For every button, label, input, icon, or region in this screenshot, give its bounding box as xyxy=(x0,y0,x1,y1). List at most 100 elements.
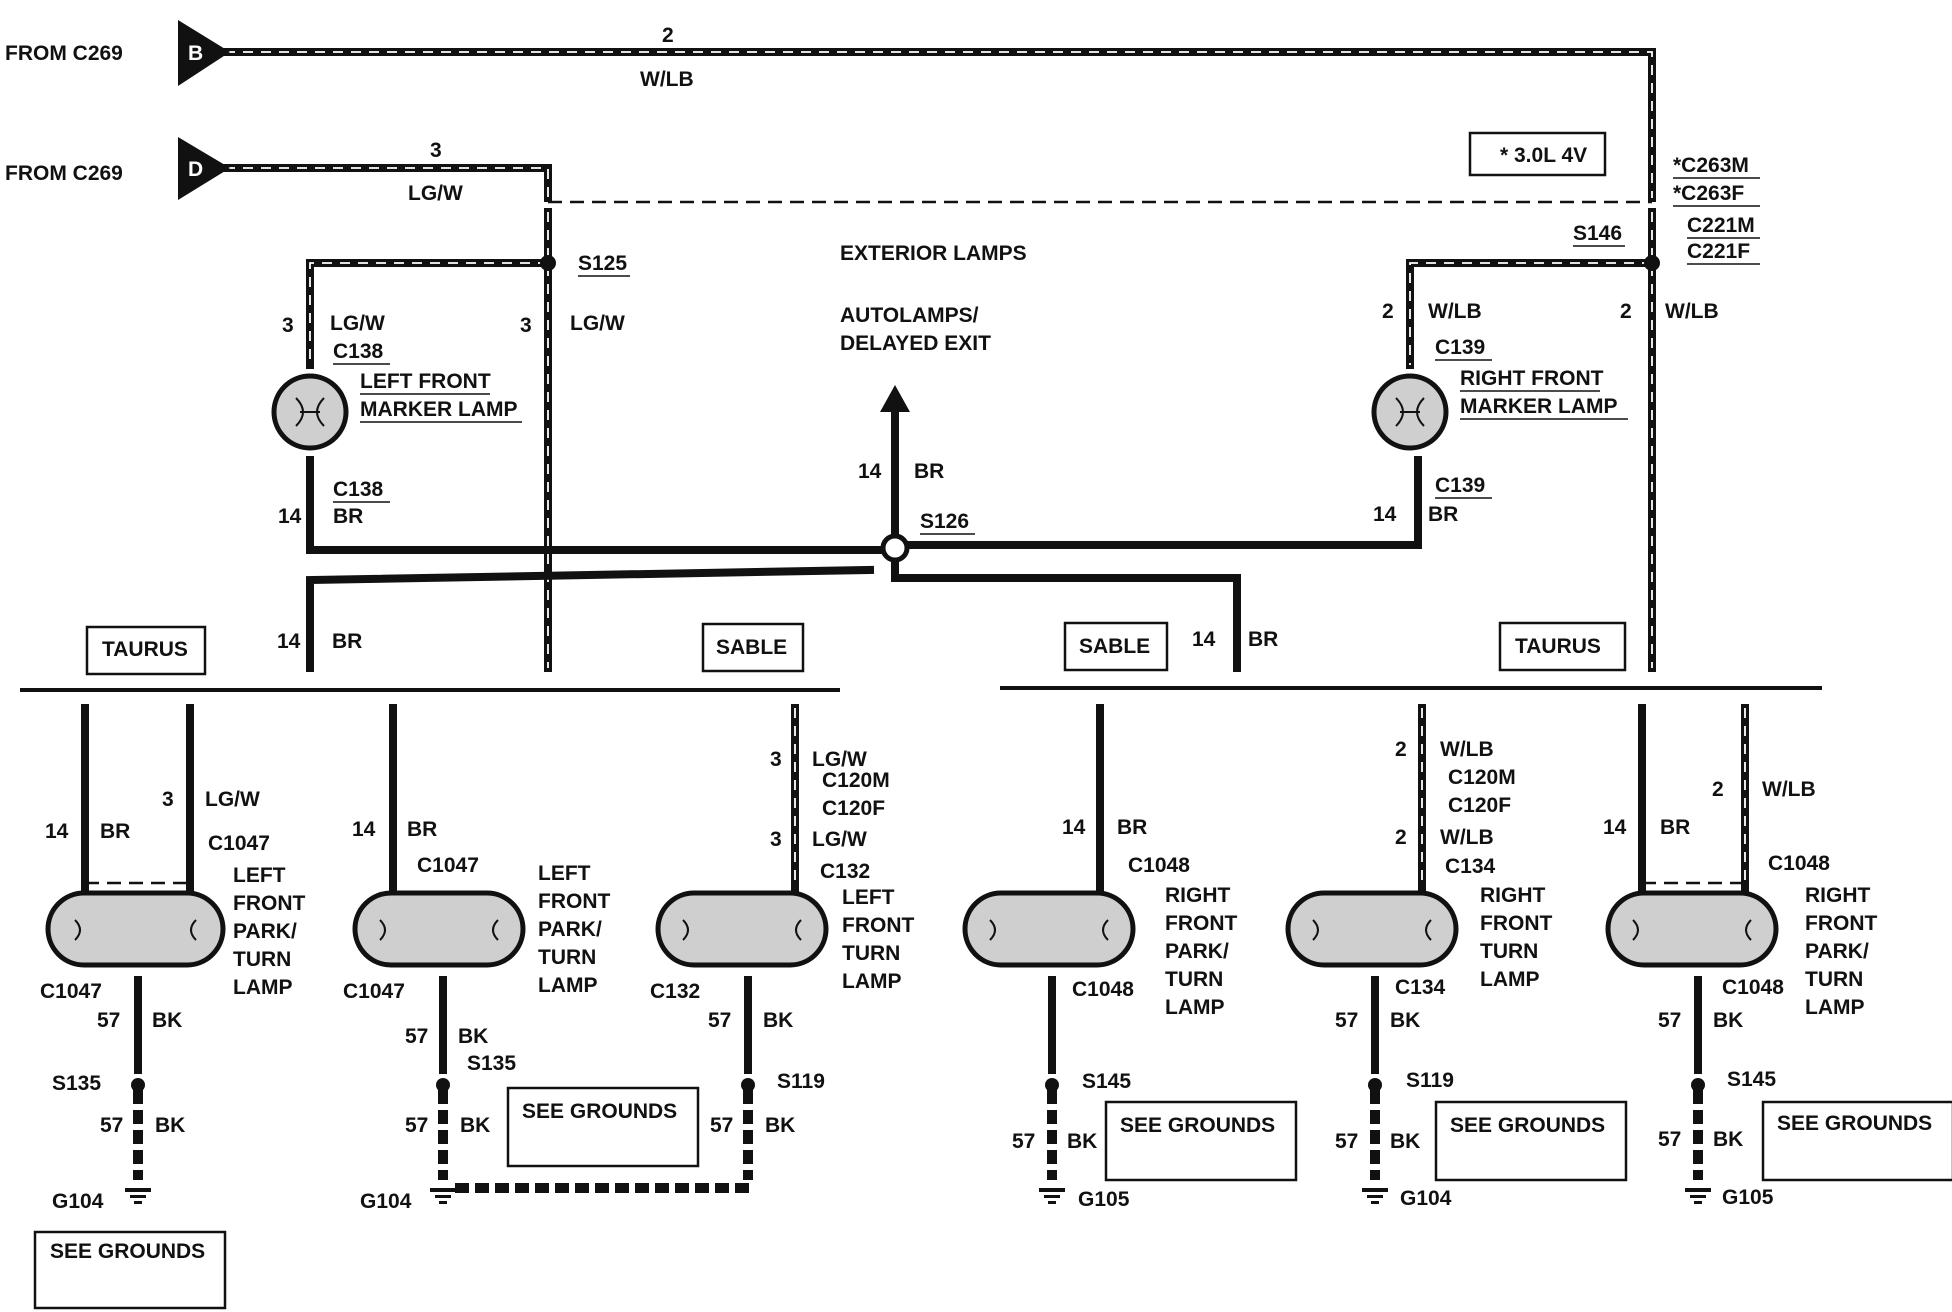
diagram-label: S135 xyxy=(467,1052,516,1075)
diagram-label: S119 xyxy=(1406,1069,1454,1092)
diagram-label: SEE GROUNDS xyxy=(1450,1114,1605,1137)
option-note: * 3.0L 4V xyxy=(1500,144,1587,167)
diagram-label: BR xyxy=(1428,503,1458,526)
ground-symbol xyxy=(125,1188,1711,1204)
label-taurus-left: TAURUS xyxy=(102,638,188,661)
diagram-label: S135 xyxy=(52,1072,101,1095)
diagram-label: W/LB xyxy=(1440,826,1494,849)
diagram-label: 57 xyxy=(1012,1130,1035,1153)
diagram-label: BR xyxy=(1248,628,1278,651)
diagram-label: LEFT xyxy=(842,886,895,909)
diagram-label: 3 xyxy=(770,748,782,771)
diagram-label: G105 xyxy=(1722,1186,1774,1209)
diagram-label: 57 xyxy=(97,1009,120,1032)
diagram-label: 57 xyxy=(1335,1130,1358,1153)
splice-s125-dot xyxy=(540,255,556,271)
label-taurus-right: TAURUS xyxy=(1515,635,1601,658)
diagram-label: C132 xyxy=(650,980,700,1003)
lamp3-connector-top: C132 xyxy=(820,860,870,883)
label-underlines xyxy=(333,177,1760,535)
diagram-label: FRONT xyxy=(233,892,305,915)
wire-br-sable-right xyxy=(891,556,1241,672)
diagram-label: 3 xyxy=(520,314,532,337)
splice-s146: S146 xyxy=(1573,222,1622,245)
diagram-label: 57 xyxy=(1335,1009,1358,1032)
diagram-label: S145 xyxy=(1082,1070,1131,1093)
diagram-label: PARK/ xyxy=(1805,940,1869,963)
c120f-left: C120F xyxy=(822,797,885,820)
diagram-label: 57 xyxy=(708,1009,731,1032)
diagram-label: BK xyxy=(1067,1130,1097,1153)
diagram-label: BR xyxy=(407,818,437,841)
diagram-label: 3 xyxy=(162,788,174,811)
diagram-label: LG/W xyxy=(812,828,867,851)
diagram-label: BK xyxy=(1390,1130,1420,1153)
pin-d-arrow xyxy=(178,137,230,200)
diagram-label: S119 xyxy=(777,1070,825,1093)
splice-s125: S125 xyxy=(578,252,627,275)
diagram-label: SEE GROUNDS xyxy=(1120,1114,1275,1137)
wiring xyxy=(20,48,1822,1193)
diagram-label: RIGHT xyxy=(1480,884,1546,907)
lamp4-connector-top: C1048 xyxy=(1128,854,1190,877)
diagram-label: 57 xyxy=(1658,1009,1681,1032)
diagram-label: FRONT xyxy=(842,914,914,937)
diagram-label: G104 xyxy=(52,1190,104,1213)
diagram-label: 2 xyxy=(1712,778,1724,801)
right-marker-line2: MARKER LAMP xyxy=(1460,395,1618,418)
diagram-label: W/LB xyxy=(1762,778,1816,801)
diagram-label: BK xyxy=(155,1114,185,1137)
pin-b-arrow xyxy=(178,20,230,86)
wire-br-right-marker xyxy=(891,456,1422,549)
autolamps-color: BR xyxy=(914,460,944,483)
wire-br-taurus-left xyxy=(306,565,875,672)
diagram-label: W/LB xyxy=(1440,738,1494,761)
diagram-label: PARK/ xyxy=(233,920,297,943)
diagram-label: LAMP xyxy=(1480,968,1540,991)
diagram-label: LAMP xyxy=(842,970,902,993)
diagram-label: C1048 xyxy=(1722,976,1784,999)
diagram-label: BK xyxy=(1390,1009,1420,1032)
diagram-label: BR xyxy=(1117,816,1147,839)
marker-lamp-left xyxy=(271,373,349,451)
diagram-label: BK xyxy=(1713,1128,1743,1151)
c120m-left: C120M xyxy=(822,769,890,792)
diagram-label: 57 xyxy=(405,1114,428,1137)
diagram-label: BR xyxy=(332,630,362,653)
marker-lamp-right xyxy=(1371,373,1449,451)
diagram-label: SEE GROUNDS xyxy=(1777,1112,1932,1135)
diagram-label: FRONT xyxy=(1805,912,1877,935)
diagram-label: 14 xyxy=(277,630,301,653)
diagram-label: LAMP xyxy=(233,976,293,999)
diagram-label: G104 xyxy=(1400,1187,1452,1210)
diagram-label: TURN xyxy=(1165,968,1223,991)
autolamps-line2: DELAYED EXIT xyxy=(840,332,991,355)
diagram-label: 57 xyxy=(100,1114,123,1137)
diagram-label: 14 xyxy=(1062,816,1086,839)
pin-b-letter: B xyxy=(188,42,203,65)
wire-wlb-feed xyxy=(221,48,1656,202)
conn-c221f: C221F xyxy=(1687,240,1750,263)
diagram-label: W/LB xyxy=(1665,300,1719,323)
diagram-label: 57 xyxy=(710,1114,733,1137)
splice-s126-dot xyxy=(880,533,910,563)
diagram-label: 2 xyxy=(1395,738,1407,761)
boxes xyxy=(33,131,1952,1310)
diagram-label: 2 xyxy=(1382,300,1394,323)
diagram-label: W/LB xyxy=(1428,300,1482,323)
diagram-label: BK xyxy=(763,1009,793,1032)
diagram-label: LAMP xyxy=(1805,996,1865,1019)
diagram-label: LG/W xyxy=(570,312,625,335)
diagram-label: 57 xyxy=(405,1025,428,1048)
splice-s126: S126 xyxy=(920,510,969,533)
diagram-title: EXTERIOR LAMPS xyxy=(840,242,1027,265)
lamp1-connector-top: C1047 xyxy=(208,832,270,855)
diagram-label: BR xyxy=(333,505,363,528)
diagram-label: S145 xyxy=(1727,1068,1776,1091)
pin-d-letter: D xyxy=(188,158,203,181)
diagram-label: BK xyxy=(152,1009,182,1032)
diagram-label: LEFT xyxy=(538,862,591,885)
diagram-label: LAMP xyxy=(1165,996,1225,1019)
diagram-label: G105 xyxy=(1078,1188,1130,1211)
c120m-right: C120M xyxy=(1448,766,1516,789)
